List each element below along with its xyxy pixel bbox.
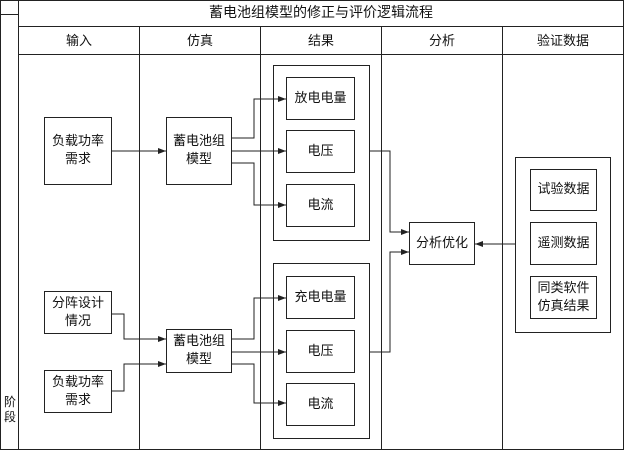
result-group-charge [273, 263, 370, 439]
result-voltage-top: 电压 [286, 130, 355, 173]
column-header-analysis: 分析 [428, 34, 455, 49]
input-load-power-demand-bottom: 负载功率 需求 [44, 370, 112, 413]
result-voltage-bottom: 电压 [286, 330, 355, 373]
input-load-power-demand-top: 负载功率 需求 [44, 117, 112, 185]
validation-telemetry-data: 遥测数据 [530, 222, 597, 265]
result-charge-energy: 充电电量 [286, 276, 355, 319]
stage-label: 阶段 [3, 395, 16, 424]
validation-similar-software: 同类软件 仿真结果 [530, 276, 597, 319]
column-header-validation: 验证数据 [536, 34, 589, 49]
input-array-design: 分阵设计 情况 [44, 291, 112, 334]
result-current-top: 电流 [286, 184, 355, 227]
diagram-title: 蓄电池组模型的修正与评价逻辑流程 [209, 5, 433, 21]
result-group-discharge [273, 65, 370, 241]
result-current-bottom: 电流 [286, 383, 355, 426]
battery-model-top: 蓄电池组 模型 [166, 117, 232, 185]
analysis-optimization: 分析优化 [409, 222, 475, 265]
column-header-simulation: 仿真 [186, 34, 213, 49]
result-discharge-energy: 放电电量 [286, 77, 355, 120]
column-header-input: 输入 [65, 34, 92, 49]
validation-test-data: 试验数据 [530, 169, 597, 211]
validation-group [515, 157, 611, 333]
column-header-results: 结果 [307, 34, 334, 49]
battery-model-bottom: 蓄电池组 模型 [166, 329, 232, 373]
